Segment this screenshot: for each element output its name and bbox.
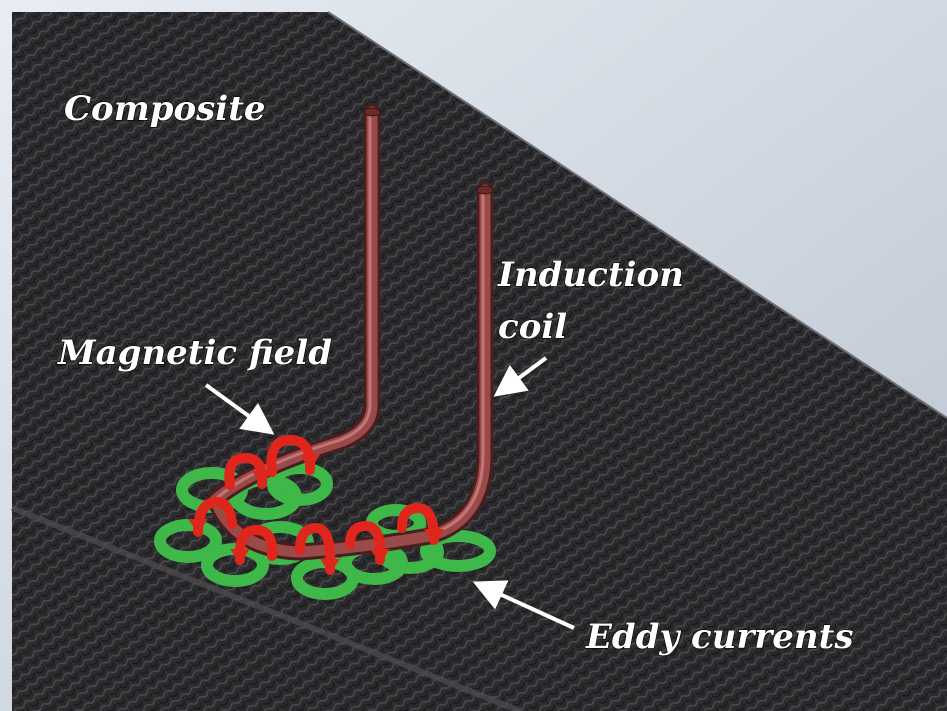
field-arrow bbox=[397, 502, 444, 545]
label-induction: Induction bbox=[497, 255, 684, 295]
field-arrow bbox=[266, 434, 320, 477]
field-arrow bbox=[230, 524, 278, 565]
label-composite: Composite bbox=[64, 89, 266, 129]
label-eddy-currents: Eddy currents bbox=[585, 617, 854, 657]
eddy-currents-pointer bbox=[472, 580, 575, 630]
coil-end-left bbox=[363, 107, 381, 117]
composite-edge bbox=[327, 11, 947, 419]
eddy-ring bbox=[420, 530, 496, 572]
label-coil: coil bbox=[498, 307, 567, 347]
field-arrow bbox=[224, 452, 272, 490]
eddy-ring bbox=[154, 519, 222, 563]
label-pointers bbox=[204, 356, 575, 630]
composite-seam bbox=[10, 505, 522, 711]
coil-end-right bbox=[476, 185, 494, 195]
field-arrow bbox=[345, 520, 390, 565]
magnetic-field-pointer bbox=[204, 383, 275, 435]
magnetic-field-arrows bbox=[188, 434, 444, 575]
field-arrow bbox=[188, 496, 237, 537]
label-magnetic-field: Magnetic field bbox=[57, 333, 332, 373]
induction-coil-pointer bbox=[493, 356, 548, 397]
field-arrow bbox=[295, 522, 340, 575]
eddy-ring bbox=[267, 462, 333, 506]
